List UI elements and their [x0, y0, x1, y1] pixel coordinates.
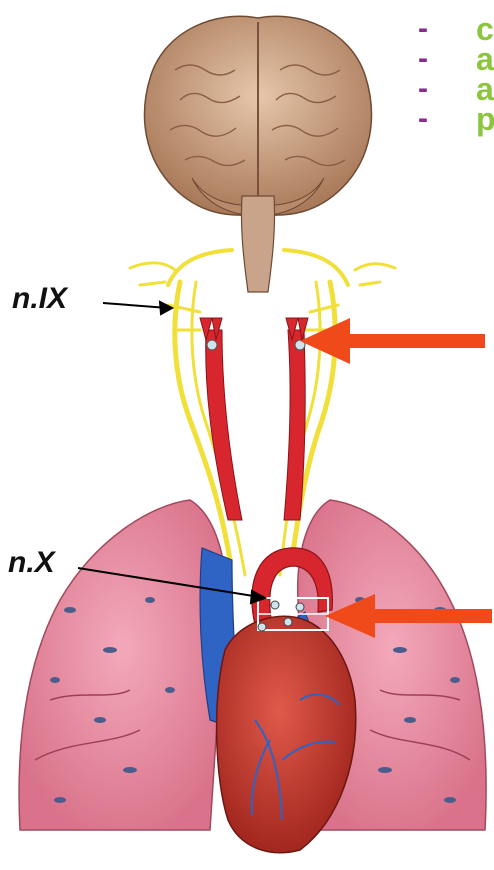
brain: [145, 16, 372, 292]
red-arrow-carotid: [300, 318, 485, 364]
bullet-dash: -: [418, 14, 428, 44]
bullet-dash: -: [418, 44, 428, 74]
bullet-dash: -: [418, 74, 428, 104]
vagus-nerve-label: n.X: [8, 548, 55, 578]
glossopharyngeal-nerve-label: n.IX: [12, 284, 67, 314]
bullet-text: c: [476, 14, 494, 44]
bullet-text: a: [476, 74, 494, 104]
bullet-text: p: [476, 104, 494, 134]
bullet-dash: -: [418, 104, 428, 134]
bullet-text: a: [476, 44, 494, 74]
